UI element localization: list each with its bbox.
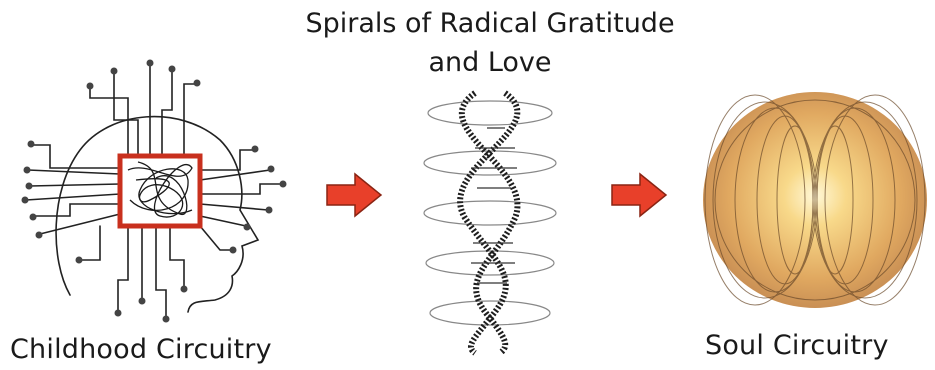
childhood-circuitry-label: Childhood Circuitry: [10, 334, 272, 365]
torus-sphere-icon: [695, 82, 935, 322]
title-line-2: and Love: [270, 43, 710, 82]
soul-circuitry-label: Soul Circuitry: [705, 330, 889, 361]
title-line-1: Spirals of Radical Gratitude: [270, 4, 710, 43]
dna-spiral-icon: [405, 88, 575, 358]
arrow-right-icon: [610, 172, 670, 218]
diagram-title: Spirals of Radical Gratitude and Love: [270, 4, 710, 82]
head-circuit-icon: [10, 50, 310, 330]
arrow-right-icon: [325, 172, 385, 218]
